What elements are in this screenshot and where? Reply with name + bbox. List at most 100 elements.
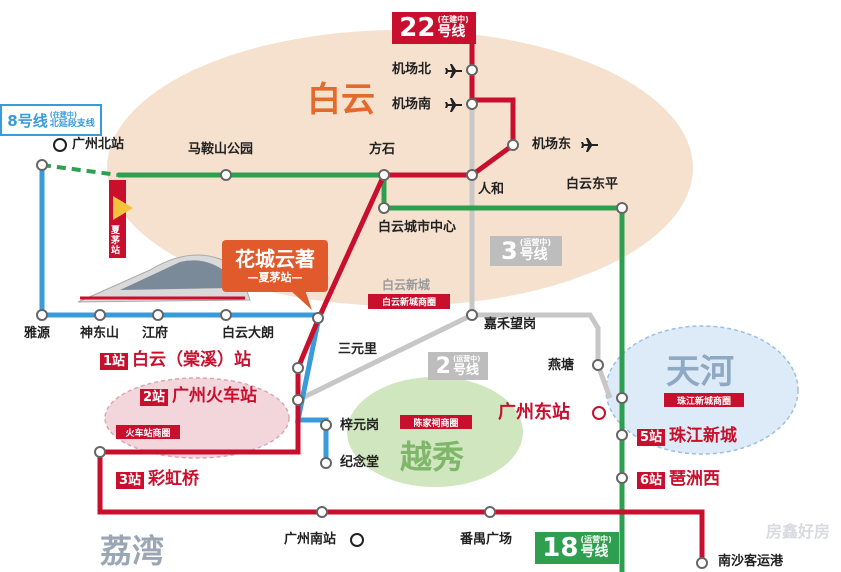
- highlight-stop-2: 2站广州火车站: [140, 386, 257, 406]
- line22-number: 22: [399, 13, 436, 43]
- highlight-stop-3: 3站彩虹桥: [116, 469, 199, 489]
- district-liwan: 荔湾: [100, 532, 165, 570]
- project-callout[interactable]: 花城云著 —夏茅站—: [222, 240, 328, 292]
- station-dot[interactable]: [152, 309, 164, 321]
- airplane-icon: [445, 98, 462, 112]
- railway-station-icon: [350, 533, 364, 547]
- line18-status: (运营中): [580, 535, 612, 544]
- line22-status: (在建中): [437, 15, 469, 24]
- station-jichangdong: 机场东: [532, 137, 572, 152]
- line8-status: (在建中): [49, 111, 78, 119]
- watermark-logo: 房鑫好房: [766, 522, 831, 541]
- stop-number: 2站: [140, 389, 169, 406]
- stop-number: 6站: [637, 472, 666, 489]
- stop-number: 1站: [100, 353, 129, 370]
- line2-badge: 2 (运营中) 号线: [428, 352, 488, 380]
- line2-number: 2: [435, 353, 451, 379]
- station-dot[interactable]: [507, 139, 519, 151]
- station-jichangbei: 机场北: [392, 62, 432, 77]
- station-dot[interactable]: [320, 457, 332, 469]
- train-illustration: [77, 254, 251, 303]
- airplane-icon: [445, 64, 462, 78]
- station-dot[interactable]: [220, 309, 232, 321]
- station-dot[interactable]: [36, 159, 48, 171]
- airplane-icon: [581, 138, 598, 152]
- station-baiyundongping: 白云东平: [566, 177, 619, 192]
- station-dot[interactable]: [292, 362, 304, 374]
- zone-baiyun-new-city: 白云新城: [382, 278, 431, 292]
- station-dot[interactable]: [616, 392, 628, 404]
- station-dot[interactable]: [320, 419, 332, 431]
- station-dot[interactable]: [220, 169, 232, 181]
- station-dot[interactable]: [312, 312, 324, 324]
- station-yantang: 燕塘: [548, 358, 575, 373]
- station-dot[interactable]: [616, 472, 628, 484]
- station-dot[interactable]: [378, 202, 390, 214]
- stop-number: 5站: [637, 429, 666, 446]
- station-nansha: 南沙客运港: [718, 554, 784, 569]
- zone-zhujiang-biz: 珠江新城商圈: [664, 393, 744, 407]
- station-dot[interactable]: [292, 394, 304, 406]
- line2-suffix: 号线: [452, 362, 479, 378]
- stop-name: 彩虹桥: [148, 469, 200, 489]
- station-baiyundalang: 白云大朗: [222, 326, 275, 341]
- station-dot[interactable]: [36, 309, 48, 321]
- station-panyu: 番禺广场: [460, 532, 513, 547]
- line18-number: 18: [542, 533, 579, 563]
- line2-status: (运营中): [452, 354, 481, 363]
- station-guangzhounan: 广州南站: [284, 532, 337, 547]
- station-jichangnan: 机场南: [392, 97, 432, 112]
- station-dot[interactable]: [94, 446, 106, 458]
- station-dot[interactable]: [592, 359, 604, 371]
- station-dot[interactable]: [616, 429, 628, 441]
- railway-station-icon: [53, 138, 67, 152]
- line3-number: 3: [500, 237, 518, 265]
- station-dot[interactable]: [466, 309, 478, 321]
- project-subtitle: —夏茅站—: [247, 271, 303, 284]
- zone-baiyun-new-city-biz: 白云新城商圈: [368, 294, 450, 309]
- station-shendongshan: 神东山: [80, 326, 120, 341]
- station-baiyuncity: 白云城市中心: [378, 220, 457, 235]
- station-dot[interactable]: [484, 506, 496, 518]
- station-renhe: 人和: [478, 182, 505, 197]
- station-dot[interactable]: [378, 169, 390, 181]
- station-dot[interactable]: [696, 557, 708, 569]
- line8-badge: 8号线 (在建中) 北延段支线: [0, 104, 102, 136]
- line22-route: [97, 40, 705, 565]
- station-jiahewanggang: 嘉禾望岗: [484, 317, 537, 332]
- station-yayuan: 雅源: [24, 326, 51, 341]
- stop-name: 白云（棠溪）站: [132, 350, 252, 370]
- zone-train-station-biz: 火车站商圈: [116, 425, 180, 439]
- station-jiniantang: 纪念堂: [340, 455, 380, 470]
- stop-name: 珠江新城: [669, 426, 738, 446]
- line22-badge: 22 (在建中) 号线: [392, 12, 476, 44]
- line22-suffix: 号线: [437, 24, 466, 40]
- line8-extension-dashed: [41, 163, 119, 177]
- stop-name: 广州火车站: [172, 386, 258, 406]
- station-fangshi: 方石: [369, 142, 396, 157]
- project-name: 花城云著: [235, 247, 315, 271]
- station-dot[interactable]: [466, 64, 478, 76]
- station-dot[interactable]: [94, 309, 106, 321]
- line3-suffix: 号线: [519, 247, 548, 263]
- stop-name: 琶洲西: [669, 469, 721, 489]
- line2-route: [296, 312, 474, 403]
- district-tianhe: 天河: [666, 352, 734, 392]
- highlight-stop-1: 1站白云（棠溪）站: [100, 350, 251, 370]
- xiamao-marker-label: 夏茅站: [111, 226, 121, 256]
- station-dot[interactable]: [466, 98, 478, 110]
- line18-badge: 18 (运营中) 号线: [535, 532, 619, 564]
- station-dot[interactable]: [616, 202, 628, 214]
- line3-badge: 3 (运营中) 号线: [490, 236, 562, 266]
- station-dot[interactable]: [466, 169, 478, 181]
- station-guangzhoudong: 广州东站: [498, 402, 570, 423]
- line8-number: 8号线: [7, 111, 48, 130]
- station-jiangfu: 江府: [142, 326, 169, 341]
- location-pin-icon: [113, 196, 133, 220]
- highlight-stop-5: 5站珠江新城: [637, 426, 737, 446]
- station-dot[interactable]: [316, 506, 328, 518]
- yuexiu-district-area: [347, 377, 523, 487]
- district-yuexiu: 越秀: [400, 438, 465, 476]
- project-callout-tail: [290, 290, 312, 310]
